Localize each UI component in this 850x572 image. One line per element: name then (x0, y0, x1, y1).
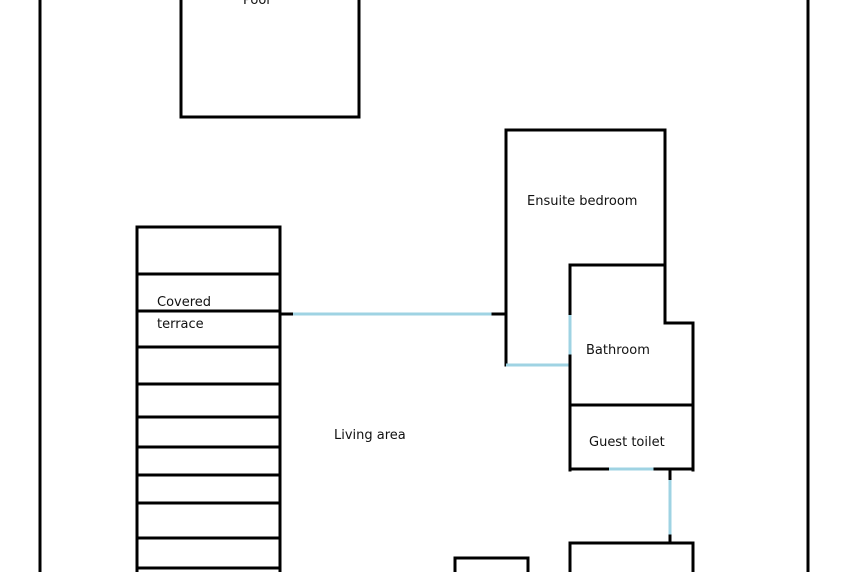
ensuite-bedroom-label: Ensuite bedroom (527, 194, 637, 209)
guest-toilet: Guest toilet (568, 435, 695, 545)
living-area: Living area (278, 312, 508, 443)
lower-rooms (453, 541, 695, 572)
pool: Pool (179, 0, 361, 119)
ensuite-bedroom: Ensuite bedroom (504, 128, 667, 367)
covered-terrace: Covered terrace (135, 225, 282, 572)
bathroom-label: Bathroom (586, 343, 650, 358)
covered-terrace-label-1: Covered (157, 295, 211, 310)
outer-walls (38, 0, 810, 572)
covered-terrace-label-2: terrace (157, 317, 204, 332)
living-area-label: Living area (334, 428, 406, 443)
bathroom: Bathroom (568, 263, 695, 472)
pool-label: Pool (243, 0, 270, 8)
guest-toilet-label: Guest toilet (589, 435, 665, 450)
